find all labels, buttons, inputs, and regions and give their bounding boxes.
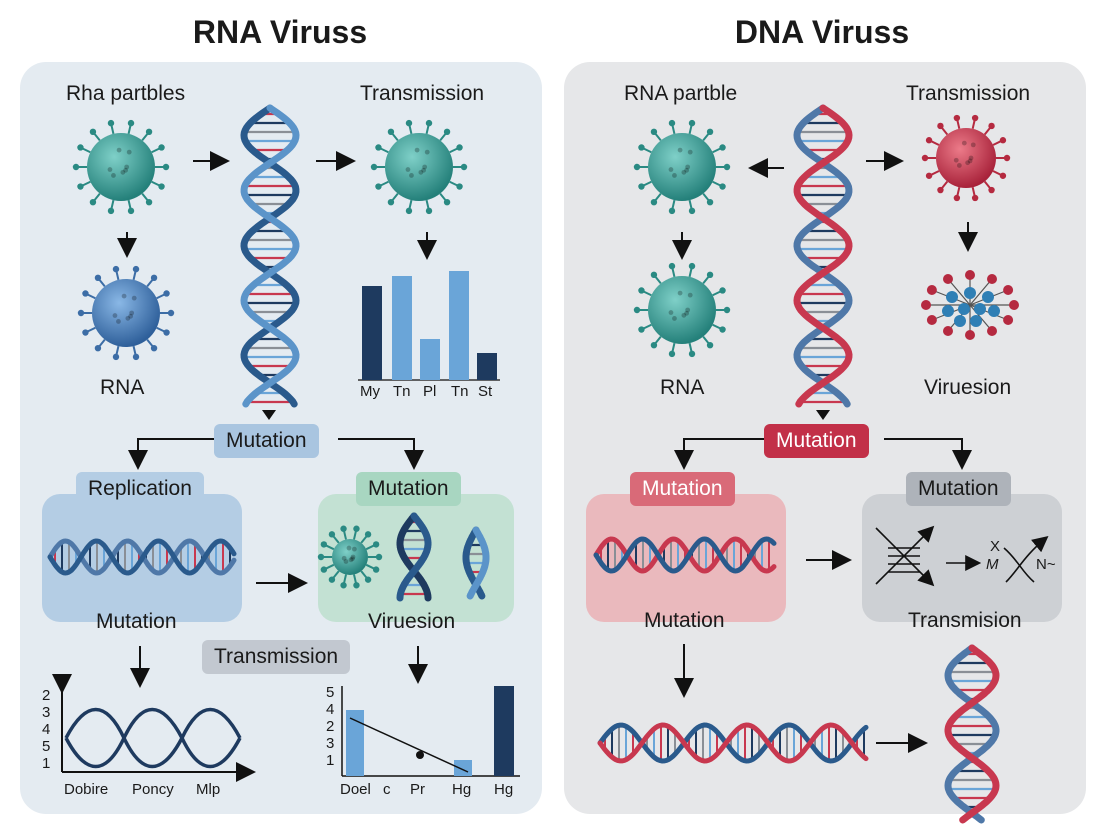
rna-particles-label: Rha partbles — [66, 82, 186, 105]
rna-label-right: RNA — [660, 376, 705, 399]
transmission-label-right: Transmission — [906, 82, 1031, 105]
wave-ytick-5: 1 — [42, 755, 51, 772]
teal-virus-icon — [72, 119, 170, 215]
line-xtick-4: Hg — [452, 781, 472, 798]
rna-label: RNA — [100, 376, 145, 399]
wave-xtick-2: Poncy — [132, 781, 174, 798]
teal-virus-icon — [370, 119, 468, 215]
bar-1 — [362, 286, 382, 380]
line-ytick-1: 5 — [326, 684, 335, 701]
viruesion-label-right: Viruesion — [924, 376, 1012, 399]
replication-tag: Replication — [76, 472, 204, 506]
gray-mutation-box — [862, 494, 1062, 622]
mutation-tag-red: Mutation — [764, 424, 869, 458]
right-title: DNA Viruss — [734, 14, 910, 50]
mutation-tag: Mutation — [214, 424, 319, 458]
dna-helix-icon — [240, 104, 300, 408]
viruesion-label: Viruesion — [368, 610, 456, 633]
left-title: RNA Viruss — [192, 14, 368, 50]
dna-helix-icon — [593, 536, 777, 574]
line-bar-chart — [341, 686, 520, 777]
bar-3 — [420, 339, 440, 380]
line-xtick-3: Pr — [410, 781, 425, 798]
bar-4 — [449, 271, 469, 380]
x-label: X — [990, 538, 1001, 555]
dna-helix-icon — [793, 104, 853, 408]
line-ytick-3: 2 — [326, 718, 335, 735]
bar-chart — [358, 271, 500, 381]
transmission-tag: Transmission — [202, 640, 351, 674]
dna-helix-icon — [47, 538, 237, 576]
mutation-tag-pink: Mutation — [630, 472, 735, 506]
mutation-label: Mutation — [96, 610, 177, 633]
wave-chart — [52, 674, 256, 782]
crossing-icon — [875, 525, 1049, 587]
wave-xtick-3: Mlp — [196, 781, 221, 798]
mutation-tag-green: Mutation — [356, 472, 461, 506]
dna-helix-icon — [597, 722, 869, 764]
line-ytick-2: 4 — [326, 701, 335, 718]
wave-ytick-3: 4 — [42, 721, 51, 738]
line-xtick-5: Hg — [494, 781, 514, 798]
wave-ytick-1: 2 — [42, 687, 51, 704]
bar-label-5: St — [478, 383, 493, 400]
wave-xtick-1: Dobire — [64, 781, 109, 798]
bar-5 — [477, 353, 497, 380]
wave-ytick-2: 3 — [42, 704, 51, 721]
small-virus-icon — [317, 525, 383, 589]
mutation-label-right: Mutation — [644, 609, 725, 632]
rna-particle-label: RNA partble — [624, 82, 738, 105]
line-ytick-4: 3 — [326, 735, 335, 752]
bar-2 — [392, 276, 412, 380]
teal-virus-icon — [633, 119, 731, 215]
dna-helix-icon — [396, 512, 432, 602]
transmission-label: Transmission — [360, 82, 485, 105]
line-xtick-1: Doel — [340, 781, 371, 798]
molecule-network-icon — [921, 270, 1019, 340]
bar-label-4: Tn — [451, 383, 469, 400]
line-ytick-5: 1 — [326, 752, 335, 769]
dna-helix-icon — [944, 644, 1000, 824]
line-xtick-2: c — [383, 781, 391, 798]
m-label: M — [986, 556, 999, 573]
blue-virus-icon — [77, 265, 175, 361]
mutation-tag-gray: Mutation — [906, 472, 1011, 506]
wave-ytick-4: 5 — [42, 738, 51, 755]
n-label: N~ — [1036, 556, 1056, 573]
bar-label-1: My — [360, 383, 380, 400]
teal-virus-icon — [633, 262, 731, 358]
bar-label-2: Tn — [393, 383, 411, 400]
red-virus-icon — [921, 114, 1011, 202]
dna-helix-icon — [462, 526, 490, 600]
transmision-label: Transmision — [908, 609, 1022, 632]
bar-label-3: Pl — [423, 383, 437, 400]
